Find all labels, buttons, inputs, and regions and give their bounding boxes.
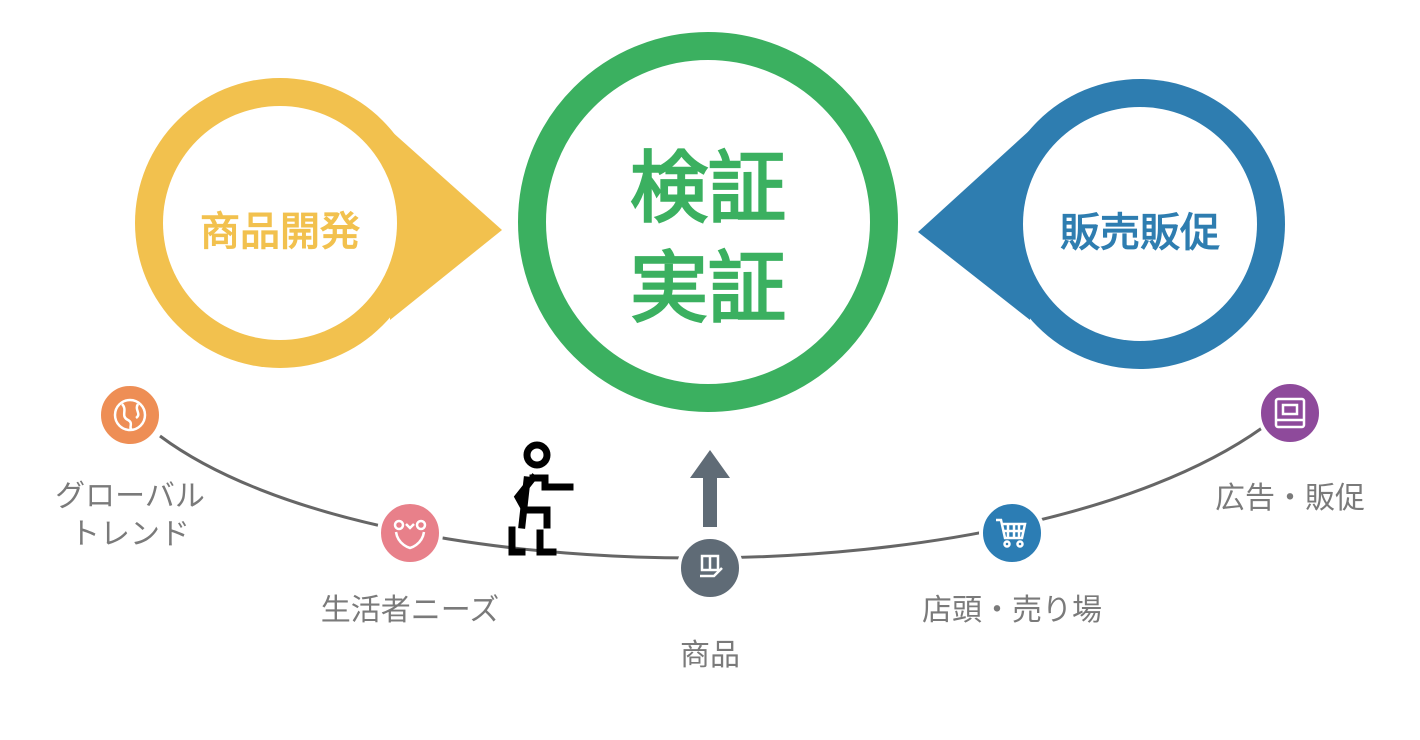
node-label: グローバル [55,479,205,514]
product-development-label: 商品開発 [200,209,361,255]
node-label: 店頭・売り場 [922,593,1102,628]
node-label: トレンド [70,517,190,552]
node-label: 生活者ニーズ [321,593,500,628]
people-heart-icon [393,519,427,550]
node-consumer-needs: 生活者ニーズ [321,500,500,628]
node-global-trend: グローバル トレンド [55,382,205,552]
sales-promotion-label: 販売販促 [1060,210,1220,256]
sales-promotion-circle: 販売販促 [918,79,1285,369]
globe-icon [113,398,147,432]
node-label: 商品 [680,638,740,673]
signage-icon [1274,397,1306,429]
gift-hand-icon [700,554,723,578]
node-advertising: 広告・販促 [1215,380,1365,516]
walking-person-icon [508,441,574,556]
verification-label: 検証 [630,144,786,234]
product-development-circle: 商品開発 [135,78,502,368]
node-label: 広告・販促 [1215,481,1365,516]
verification-circle: 検証 実証 [518,32,898,412]
demonstration-label: 実証 [630,244,786,334]
shopping-cart-icon [996,518,1027,548]
arrow-up-icon [690,450,730,527]
node-store-front: 店頭・売り場 [922,500,1102,628]
node-product: 商品 [677,535,743,673]
